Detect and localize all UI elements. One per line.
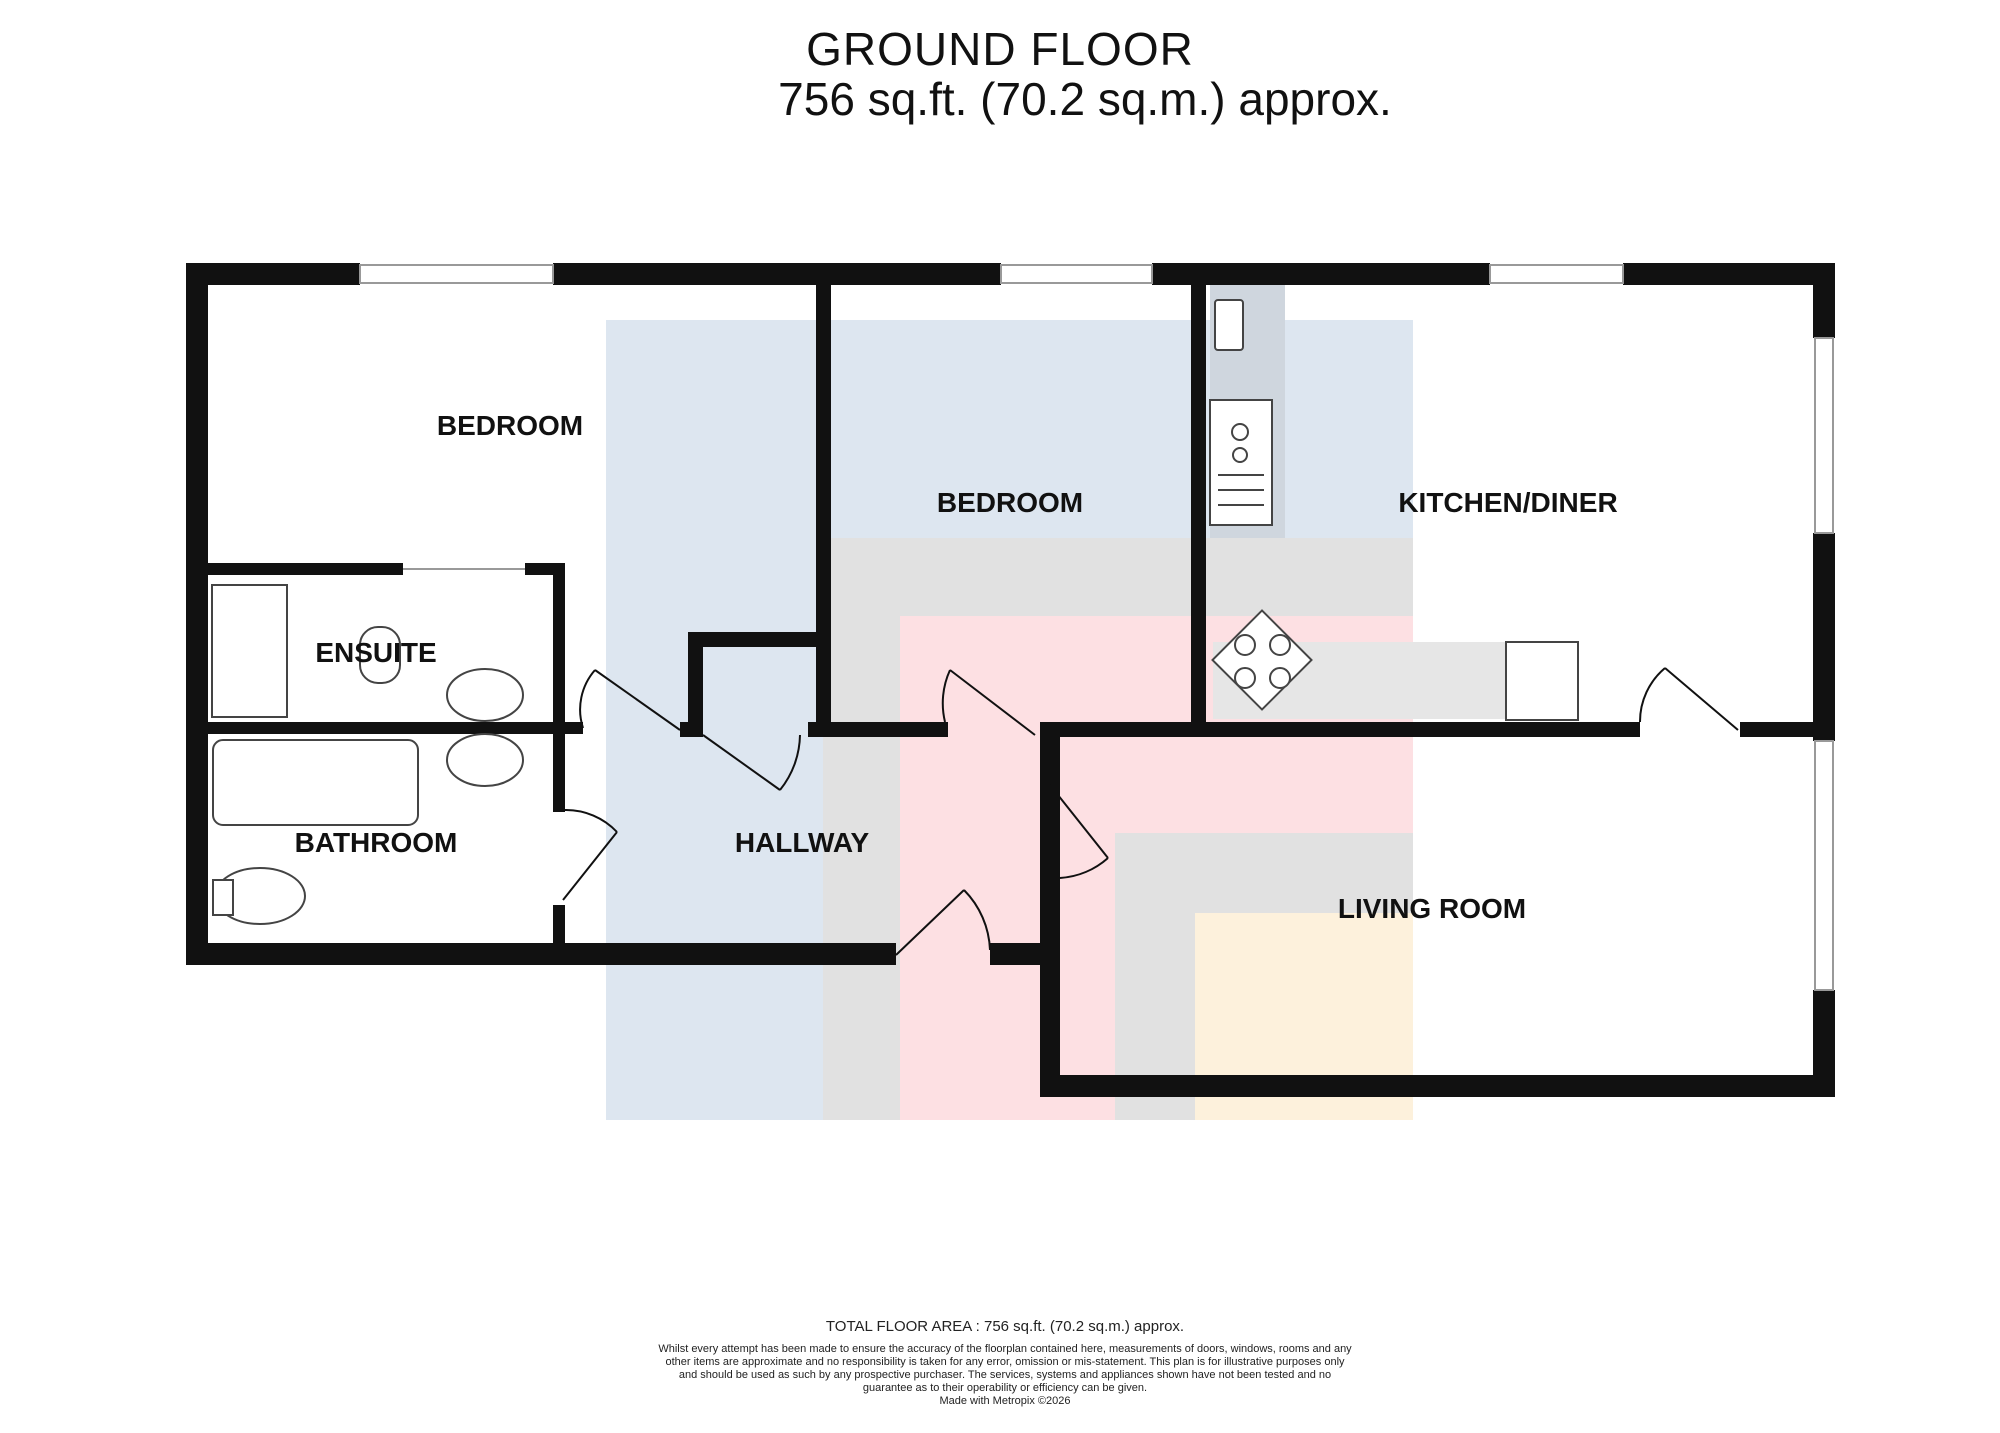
total-floor-area: TOTAL FLOOR AREA : 756 sq.ft. (70.2 sq.m…	[825, 1318, 1185, 1335]
window-bedroom-2	[1000, 264, 1153, 284]
footer: TOTAL FLOOR AREA : 756 sq.ft. (70.2 sq.m…	[0, 1318, 2000, 1407]
credit: Made with Metropix ©2026	[939, 1395, 1071, 1407]
door-ensuite	[579, 669, 681, 731]
ensuite-wc	[359, 626, 401, 684]
label-bathroom: BATHROOM	[295, 827, 458, 858]
window-living-side	[1814, 740, 1834, 991]
grey-zone-top	[823, 538, 1413, 616]
door-bedroom-1	[702, 734, 801, 791]
boiler	[1214, 299, 1244, 351]
door-front	[895, 889, 991, 956]
label-bedroom-1: BEDROOM	[437, 410, 583, 441]
door-kitchen	[1638, 667, 1739, 731]
window-bedroom-1	[359, 264, 554, 284]
door-bathroom	[562, 808, 618, 901]
window-kitchen-top	[1489, 264, 1624, 284]
blue-zone-top	[823, 320, 1413, 538]
door-living	[1049, 784, 1109, 879]
blue-zone-hall	[606, 320, 823, 1120]
fixtures	[211, 299, 1579, 925]
doors	[562, 667, 1739, 956]
label-ensuite: ENSUITE	[315, 637, 436, 668]
grey-zone-side	[823, 616, 900, 1120]
ensuite-shower	[211, 584, 288, 718]
label-hallway: HALLWAY	[735, 827, 870, 858]
window-kitchen-side	[1814, 337, 1834, 534]
floor-title: GROUND FLOOR	[806, 23, 1194, 75]
label-living: LIVING ROOM	[1338, 893, 1526, 924]
label-bedroom-2: BEDROOM	[937, 487, 1083, 518]
floor-area: 756 sq.ft. (70.2 sq.m.) approx.	[778, 73, 1392, 125]
bathroom-basin	[446, 733, 524, 787]
door-bedroom-2	[941, 669, 1036, 736]
label-kitchen: KITCHEN/DINER	[1398, 487, 1617, 518]
windows	[359, 264, 1834, 991]
walls	[186, 263, 1835, 1097]
zone-overlays	[606, 283, 1513, 1120]
ensuite-basin	[446, 668, 524, 722]
disclaimer: Whilst every attempt has been made to en…	[658, 1343, 1352, 1394]
bath	[212, 739, 419, 826]
fridge-freezer	[1505, 641, 1579, 721]
